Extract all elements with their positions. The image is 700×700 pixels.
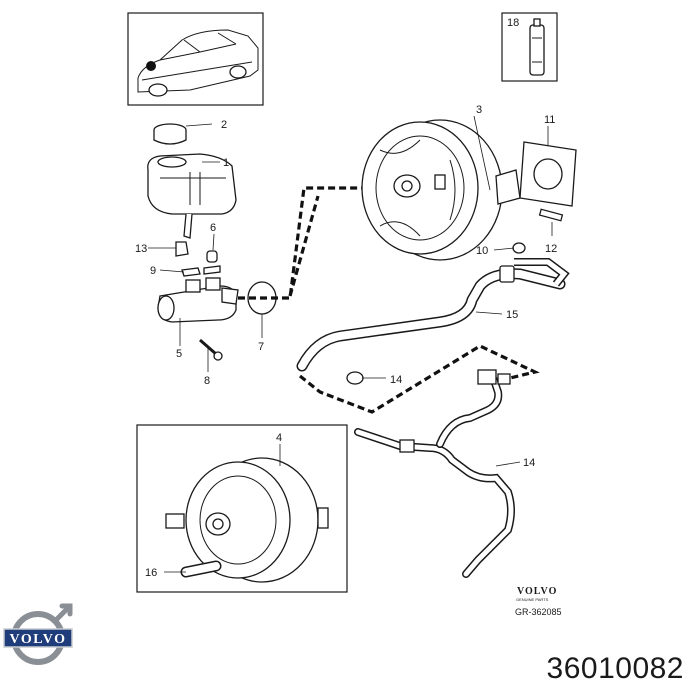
reservoir-neck <box>157 156 187 168</box>
inset-booster-ring <box>199 475 277 565</box>
callout-16-inset: 16 <box>145 567 157 579</box>
line-14-connector <box>477 369 497 385</box>
callout-4: 4 <box>276 432 282 444</box>
brake-booster-inset <box>165 457 329 583</box>
small-genuine-parts: GENUINE PARTS <box>516 597 549 602</box>
fluid-reservoir <box>147 153 237 239</box>
booster-gasket-11 <box>519 141 577 207</box>
booster-rear-stud <box>495 169 521 205</box>
master-cylinder-flange <box>221 287 239 305</box>
callout-18: 18 <box>507 17 519 29</box>
callout-1: 1 <box>223 157 229 169</box>
reservoir-body <box>147 153 237 215</box>
volvo-logo-bar <box>3 628 73 648</box>
grommet-13-body <box>175 241 189 257</box>
brake-booster <box>361 119 521 261</box>
o-ring-10 <box>512 242 526 254</box>
dashed-link-cylinder-booster <box>238 186 372 300</box>
grommet-13 <box>175 241 189 257</box>
callout-11: 11 <box>544 114 555 126</box>
car-front-wheel <box>148 83 168 97</box>
brake-fluid-bottle <box>501 12 558 82</box>
car-rear-wheel <box>229 65 247 79</box>
callout-2: 2 <box>221 119 227 131</box>
seal-6 <box>206 250 218 263</box>
master-cylinder-port-1 <box>185 279 201 293</box>
booster-ring <box>375 135 465 241</box>
booster-ribs <box>379 139 456 237</box>
part-number: 36010082 <box>546 652 684 685</box>
callout-5: 5 <box>176 348 182 360</box>
gasket-9 <box>181 265 221 277</box>
callout-labels: 2 1 3 11 12 10 6 13 9 5 7 8 15 14 14 4 1… <box>135 17 557 579</box>
bolt-8-head <box>213 351 223 361</box>
vacuum-line-14 <box>354 369 515 578</box>
callout-16: 15 <box>506 309 518 321</box>
volvo-logo-arrow <box>53 603 73 623</box>
cap-side <box>153 130 187 145</box>
small-volvo-wordmark: VOLVO <box>517 586 557 597</box>
inset-push-rod <box>212 518 224 530</box>
booster-push-rod <box>401 180 413 192</box>
hose-16-fill <box>298 269 564 370</box>
callout-14: 14 <box>523 457 535 469</box>
reservoir-details <box>160 172 226 205</box>
car-body <box>137 29 259 93</box>
inset-check-valve <box>165 513 185 529</box>
clip-15 <box>346 371 364 385</box>
gasket-9-left <box>181 267 201 277</box>
master-cylinder-port-2 <box>205 277 221 291</box>
inset-rear-stud <box>317 507 329 529</box>
leader-lines <box>148 115 553 573</box>
callout-3: 3 <box>476 104 482 116</box>
car-thumbnail <box>127 12 264 106</box>
line-14-valve <box>399 439 415 453</box>
callout-10: 10 <box>476 245 488 257</box>
volvo-logo-text: VOLVO <box>10 632 67 647</box>
reservoir-cap <box>153 123 187 145</box>
line-14-branch-fill <box>437 377 501 447</box>
master-cylinder <box>157 277 239 323</box>
car-location-marker <box>146 61 156 71</box>
diagram-reference: GR-362085 <box>515 607 562 617</box>
callout-13: 13 <box>135 243 147 255</box>
dashed-link-2 <box>288 195 320 297</box>
callout-7: 7 <box>258 341 264 353</box>
line-14-connector-2 <box>497 373 511 385</box>
seal-6-body <box>206 250 218 263</box>
bottle-body <box>529 24 545 76</box>
bottle-frame <box>501 12 558 82</box>
car-lines <box>141 32 253 81</box>
vacuum-hose-16 <box>296 258 570 372</box>
inset-hose-fill <box>182 562 220 576</box>
booster-inset-frame <box>136 424 348 593</box>
callout-6: 6 <box>210 222 216 234</box>
hose-16-end-fill <box>514 259 568 286</box>
bolt-8 <box>199 338 223 361</box>
callout-8: 8 <box>204 375 210 387</box>
pin-12 <box>538 208 564 222</box>
volvo-logo: VOLVO <box>3 603 73 665</box>
booster-check-valve <box>434 174 446 190</box>
small-volvo-mark: VOLVO GENUINE PARTS GR-362085 <box>515 586 562 617</box>
master-cylinder-end <box>157 295 175 321</box>
reservoir-outlet <box>183 213 193 239</box>
inset-booster-front <box>185 461 291 579</box>
line-14-fill <box>355 429 514 577</box>
callout-9: 9 <box>150 265 156 277</box>
gasket-11-hole <box>533 158 563 190</box>
car-thumbnail-frame <box>127 12 264 106</box>
callout-12: 12 <box>545 243 557 255</box>
hose-16-clamp <box>499 265 515 283</box>
gasket-9-right <box>203 265 221 275</box>
dashed-link-vacuum <box>299 344 540 414</box>
bottle-cap <box>533 18 541 27</box>
callout-15: 14 <box>390 374 402 386</box>
